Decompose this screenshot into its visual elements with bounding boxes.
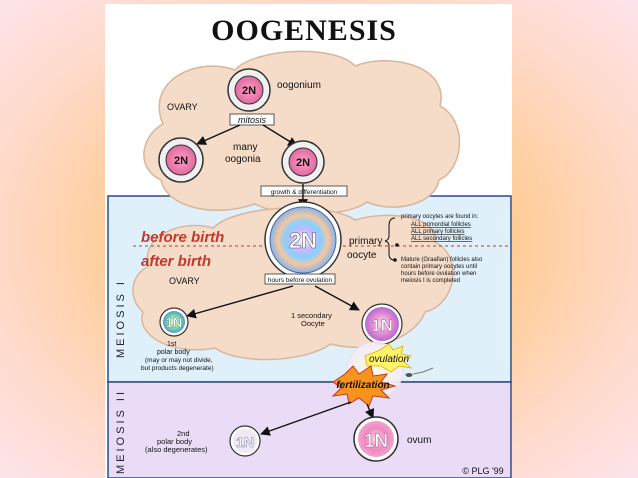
first-polar-body-cell: 1N (159, 307, 189, 337)
arrow-mitosis-left (196, 124, 241, 145)
oocyte-label: oocyte (347, 250, 377, 261)
second-polar-line1: 2nd (177, 429, 190, 438)
ovulation-burst (364, 343, 413, 373)
secondary-oocyte-ploidy: 1N (371, 316, 393, 335)
first-polar-line4: but products degenerate) (141, 365, 214, 372)
secondary-oocyte-line2: Oocyte (301, 319, 325, 328)
second-polar-line2: polar body (157, 437, 192, 446)
note-bullet-1 (395, 243, 399, 247)
sperm-tail (412, 367, 434, 375)
fertilization-label: fertilization (336, 380, 389, 391)
note-bullet-2 (393, 258, 397, 262)
secondary-oocyte-cell: 1N (361, 303, 403, 345)
first-polar-line2: polar body (157, 349, 190, 356)
second-polar-line3: (also degenerates) (145, 445, 208, 454)
mitosis-label: mitosis (238, 115, 267, 125)
many-label: many (233, 142, 257, 153)
ovum-cell: 1N (353, 416, 399, 462)
oogonia-right-ploidy: 2N (296, 157, 310, 169)
oogonia-label: oogonia (225, 154, 261, 165)
note-item-1: ALL primordial follicles (411, 222, 471, 228)
hours-box (264, 273, 336, 285)
note-found-in: primary oocytes are found in: (401, 214, 479, 220)
sperm-head (405, 373, 413, 377)
arrow-to-second-polar (260, 401, 352, 436)
oogonium-label: oogonium (277, 80, 321, 91)
oogonia-cell-right: 2N (281, 140, 325, 184)
arrow-mitosis-right (262, 124, 298, 147)
arrow-to-secondary-oocyte (314, 285, 360, 311)
fertilization-burst (331, 365, 397, 407)
oogonia-left-ploidy: 2N (174, 155, 188, 167)
note-mature-3: hours before ovulation when (401, 271, 476, 277)
meiosis-2-label: MEIOSIS II (115, 389, 127, 474)
primary-label: primary (349, 236, 382, 247)
primary-oocyte-cell: 2N (264, 201, 342, 279)
note-mature-2: contain primary oocytes until (401, 264, 477, 270)
slide: OOGENESIS OVARY OVARY 2N oogonium mitosi… (105, 4, 512, 478)
after-birth-label: after birth (141, 253, 211, 270)
note-mature-1: Mature (Graafian) follicles also (401, 257, 483, 263)
primary-oocyte-ploidy: 2N (289, 228, 317, 253)
arrow-to-ovum (365, 403, 375, 419)
ovulation-label: ovulation (369, 354, 409, 365)
oogonium-ploidy: 2N (242, 85, 256, 97)
mitosis-box (229, 113, 275, 126)
first-polar-line3: (may or may not divide, (145, 357, 213, 364)
ovum-ploidy: 1N (364, 431, 388, 452)
first-polar-line1: 1st (167, 341, 176, 348)
meiosis-2-panel (107, 381, 512, 478)
meiosis-1-label: MEIOSIS I (115, 279, 127, 358)
notes-brace (384, 217, 396, 261)
arrow-to-first-polar (186, 285, 294, 319)
secondary-oocyte-line1: 1 secondary (291, 311, 332, 320)
second-polar-body-cell: 1N (229, 425, 261, 457)
ovum-label: ovum (407, 435, 431, 446)
hours-label: hours before ovulation (268, 277, 333, 284)
ovary-label-lower: OVARY (169, 276, 200, 286)
copyright-label: © PLG '99 (462, 466, 503, 476)
before-birth-label: before birth (141, 229, 224, 246)
ovary-label: OVARY (167, 102, 198, 112)
page-title: OOGENESIS (211, 14, 397, 47)
ovary-cloud-upper (143, 50, 461, 215)
oogonium-cell: 2N (227, 68, 271, 112)
oogonia-cell-left: 2N (158, 137, 204, 183)
first-polar-ploidy: 1N (166, 315, 183, 330)
note-item-3: ALL secondary follicles (411, 236, 472, 242)
growth-label: growth & differentiation (271, 189, 338, 196)
growth-box (260, 185, 348, 197)
note-item-2: ALL primary follicles (411, 229, 464, 235)
note-mature-4: meiosis I is completed (401, 278, 460, 284)
oogenesis-diagram: OOGENESIS OVARY OVARY 2N oogonium mitosi… (107, 14, 512, 478)
second-polar-ploidy: 1N (236, 434, 254, 450)
